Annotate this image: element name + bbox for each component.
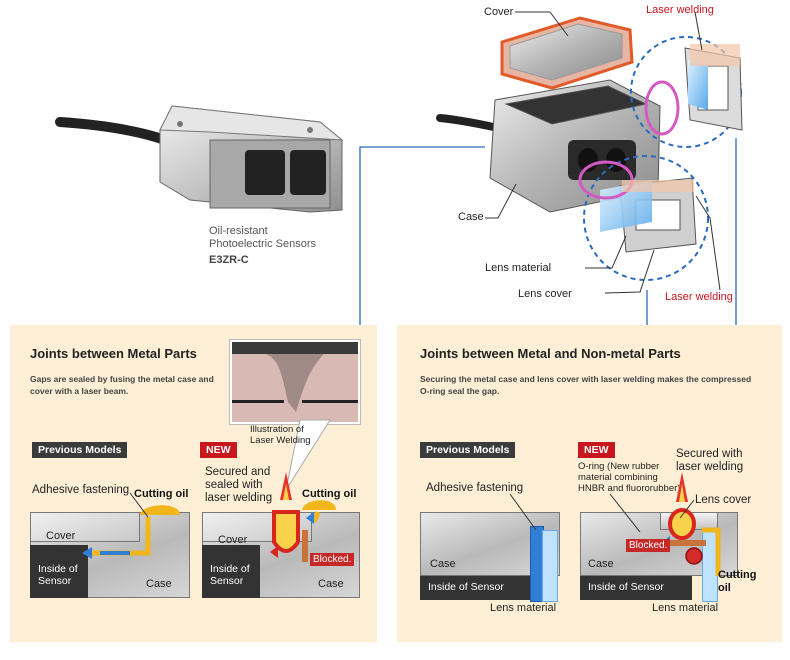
metal-new-secured-line1: Secured and — [205, 466, 271, 478]
metal-desc-line2: cover with a laser beam. — [30, 386, 129, 396]
metal-new-inside-line1: Inside of — [210, 563, 250, 575]
nonmetal-secured-line2: laser welding — [676, 461, 744, 473]
nonmetal-desc-line2: O-ring seal the gap. — [420, 386, 500, 396]
illustration-line1: Illustration of — [250, 424, 304, 435]
nonmetal-new-lens-material: Lens material — [652, 602, 719, 614]
metal-prev-case-label: Case — [146, 578, 172, 590]
metal-prev-oil-path — [82, 492, 180, 559]
nonmetal-panel-title: Joints between Metal and Non-metal Parts — [420, 346, 681, 361]
exploded-view-illustration — [436, 11, 743, 294]
nonmetal-oring-line2: material combining — [578, 472, 658, 483]
nonmetal-new-case-label: Case — [588, 558, 614, 570]
metal-prev-cover-label: Cover — [46, 530, 76, 542]
nonmetal-prev-adhesive: Adhesive fastening — [426, 482, 524, 494]
label-lens-material: Lens material — [485, 262, 552, 274]
nonmetal-prev-lens — [542, 530, 558, 602]
nonmetal-panel-description: Securing the metal case and lens cover w… — [420, 373, 751, 397]
metal-new-weld-graphic — [270, 472, 336, 562]
nonmetal-oil-line2: oil — [718, 582, 731, 594]
label-case: Case — [458, 211, 484, 223]
label-laser-welding-top: Laser welding — [646, 4, 714, 16]
label-laser-welding-bottom: Laser welding — [665, 291, 733, 303]
micrograph-pointer — [285, 419, 331, 491]
nonmetal-new-inside: Inside of Sensor — [580, 576, 692, 600]
nonmetal-new-tag: NEW — [578, 442, 615, 458]
nonmetal-prev-lens-material: Lens material — [490, 602, 557, 614]
illustration-caption: Illustration of Laser Welding — [250, 424, 311, 446]
metal-prev-adhesive: Adhesive fastening — [32, 484, 130, 496]
nonmetal-oring-line1: O-ring (New rubber — [578, 461, 660, 472]
nonmetal-prev-leader — [509, 493, 537, 531]
nonmetal-oil-line1: Cutting — [718, 569, 757, 581]
metal-new-secured-line3: laser welding — [205, 492, 273, 504]
nonmetal-new-cutting-oil: Cutting oil — [718, 569, 756, 595]
metal-desc-line1: Gaps are sealed by fusing the metal case… — [30, 374, 214, 384]
illustration-line2: Laser Welding — [250, 435, 311, 446]
metal-prev-inside-line1: Inside of — [38, 563, 78, 575]
nonmetal-new-blocked: Blocked. — [626, 539, 671, 552]
metal-prev-inside: Inside of Sensor — [30, 545, 88, 598]
metal-new-case-label: Case — [318, 578, 344, 590]
label-cover: Cover — [484, 6, 514, 18]
nonmetal-previous-tag: Previous Models — [420, 442, 516, 458]
metal-new-cover-label: Cover — [218, 534, 248, 546]
metal-prev-inside-line2: Sensor — [38, 575, 72, 587]
metal-new-inside: Inside of Sensor — [202, 545, 260, 598]
nonmetal-secured-line1: Secured with — [676, 448, 743, 460]
nonmetal-new-leaders — [609, 493, 695, 533]
weld-micrograph — [230, 340, 360, 424]
metal-new-secured: Secured and sealed with laser welding — [205, 466, 272, 505]
metal-panel-description: Gaps are sealed by fusing the metal case… — [30, 373, 214, 397]
metal-prev-cutting-oil: Cutting oil — [134, 488, 189, 500]
metal-new-inside-line2: Sensor — [210, 575, 244, 587]
nonmetal-oring-line3: HNBR and fluororubber) — [578, 483, 681, 494]
nonmetal-new-weld-graphic — [662, 472, 721, 576]
product-caption-line2: Photoelectric Sensors — [209, 238, 316, 250]
label-lens-cover: Lens cover — [518, 288, 572, 300]
metal-panel-title: Joints between Metal Parts — [30, 346, 197, 361]
product-model: E3ZR-C — [209, 254, 249, 266]
nonmetal-prev-case-label: Case — [430, 558, 456, 570]
nonmetal-new-oring: O-ring (New rubber material combining HN… — [578, 461, 680, 494]
metal-new-tag: NEW — [200, 442, 237, 458]
metal-prev-cover-block — [30, 512, 140, 542]
metal-previous-tag: Previous Models — [32, 442, 128, 458]
metal-new-blocked: Blocked. — [310, 553, 355, 566]
sensor-product-illustration — [55, 105, 344, 213]
nonmetal-prev-inside: Inside of Sensor — [420, 576, 530, 600]
product-caption-line1: Oil-resistant — [209, 225, 268, 237]
nonmetal-new-lens-cover: Lens cover — [695, 494, 752, 506]
metal-new-secured-line2: sealed with — [205, 479, 263, 491]
nonmetal-desc-line1: Securing the metal case and lens cover w… — [420, 374, 752, 384]
metal-new-cutting-oil: Cutting oil — [302, 488, 357, 500]
nonmetal-new-secured: Secured with laser welding — [676, 448, 743, 474]
